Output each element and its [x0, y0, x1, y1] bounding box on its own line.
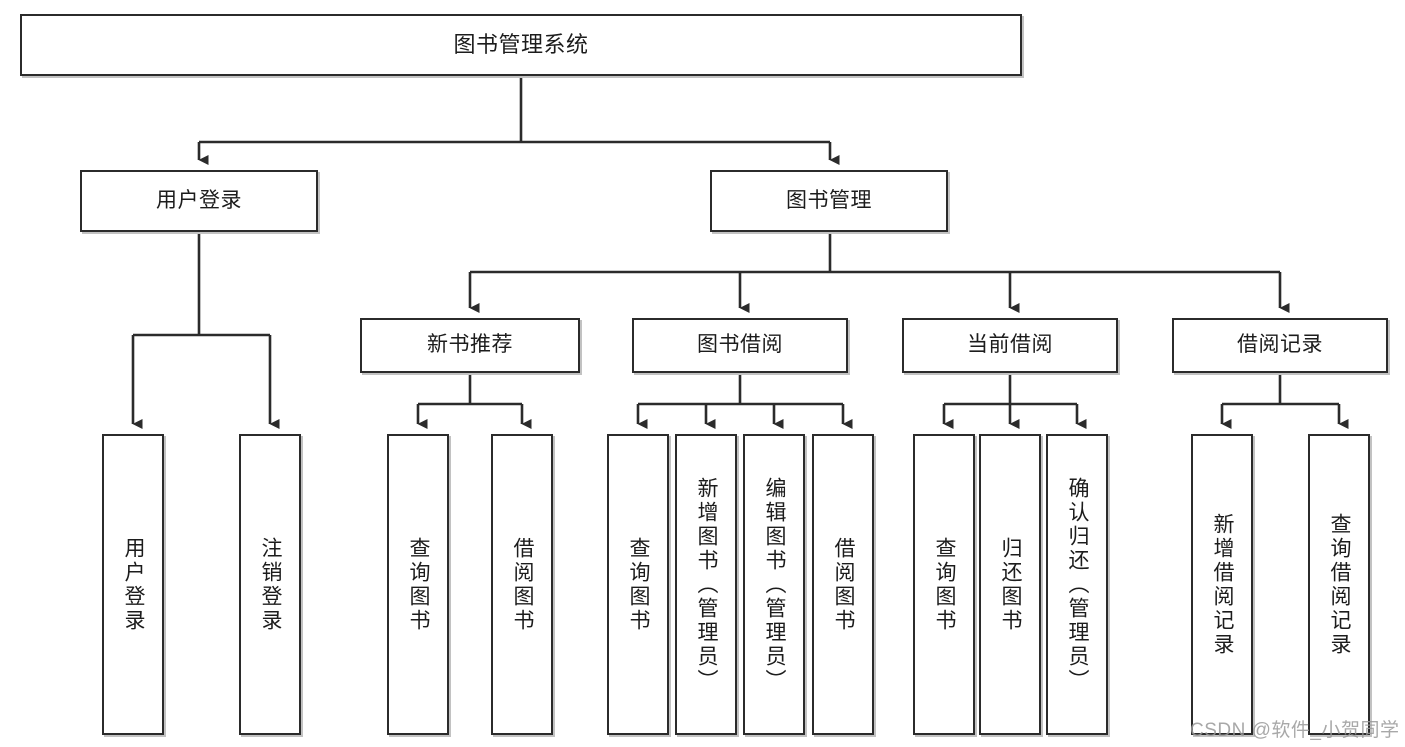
leaf-add-borrow-record[interactable]: 新增借阅记录 [1191, 434, 1253, 735]
node-label: 图书管理系统 [453, 32, 589, 58]
node-borrow-record[interactable]: 借阅记录 [1172, 318, 1388, 373]
node-book-borrow[interactable]: 图书借阅 [632, 318, 848, 373]
leaf-logout[interactable]: 注销登录 [239, 434, 301, 735]
leaf-label: 确认归还（管理员） [1066, 476, 1090, 693]
leaf-label: 注销登录 [259, 536, 283, 633]
leaf-label: 用户登录 [122, 536, 146, 633]
leaf-label: 查询借阅记录 [1328, 512, 1352, 657]
leaf-label: 借阅图书 [832, 536, 856, 633]
leaf-add-book-admin[interactable]: 新增图书（管理员） [675, 434, 737, 735]
leaf-label: 借阅图书 [511, 536, 535, 633]
leaf-label: 编辑图书（管理员） [763, 476, 787, 693]
leaf-label: 归还图书 [999, 536, 1023, 633]
node-label: 图书管理 [786, 188, 872, 212]
leaf-edit-book-admin[interactable]: 编辑图书（管理员） [743, 434, 805, 735]
node-new-book-recommend[interactable]: 新书推荐 [360, 318, 580, 373]
leaf-user-login[interactable]: 用户登录 [102, 434, 164, 735]
leaf-label: 新增借阅记录 [1211, 512, 1235, 657]
leaf-borrow-book-recommend[interactable]: 借阅图书 [491, 434, 553, 735]
leaf-query-book-recommend[interactable]: 查询图书 [387, 434, 449, 735]
node-book-management[interactable]: 图书管理 [710, 170, 948, 232]
leaf-label: 查询图书 [627, 536, 651, 633]
leaf-label: 新增图书（管理员） [695, 476, 719, 693]
node-label: 图书借阅 [697, 333, 783, 357]
node-user-login[interactable]: 用户登录 [80, 170, 318, 232]
node-label: 借阅记录 [1237, 333, 1323, 357]
leaf-query-borrow-record[interactable]: 查询借阅记录 [1308, 434, 1370, 735]
node-label: 新书推荐 [427, 333, 513, 357]
leaf-query-book-borrow[interactable]: 查询图书 [607, 434, 669, 735]
node-root-system[interactable]: 图书管理系统 [20, 14, 1022, 76]
leaf-return-book[interactable]: 归还图书 [979, 434, 1041, 735]
node-label: 当前借阅 [967, 333, 1053, 357]
csdn-watermark: CSDN @软件_小贺同学 [1190, 720, 1400, 741]
node-current-borrow[interactable]: 当前借阅 [902, 318, 1118, 373]
node-label: 用户登录 [156, 188, 242, 212]
leaf-label: 查询图书 [407, 536, 431, 633]
leaf-confirm-return-admin[interactable]: 确认归还（管理员） [1046, 434, 1108, 735]
leaf-borrow-book[interactable]: 借阅图书 [812, 434, 874, 735]
leaf-label: 查询图书 [933, 536, 957, 633]
leaf-query-book-current[interactable]: 查询图书 [913, 434, 975, 735]
